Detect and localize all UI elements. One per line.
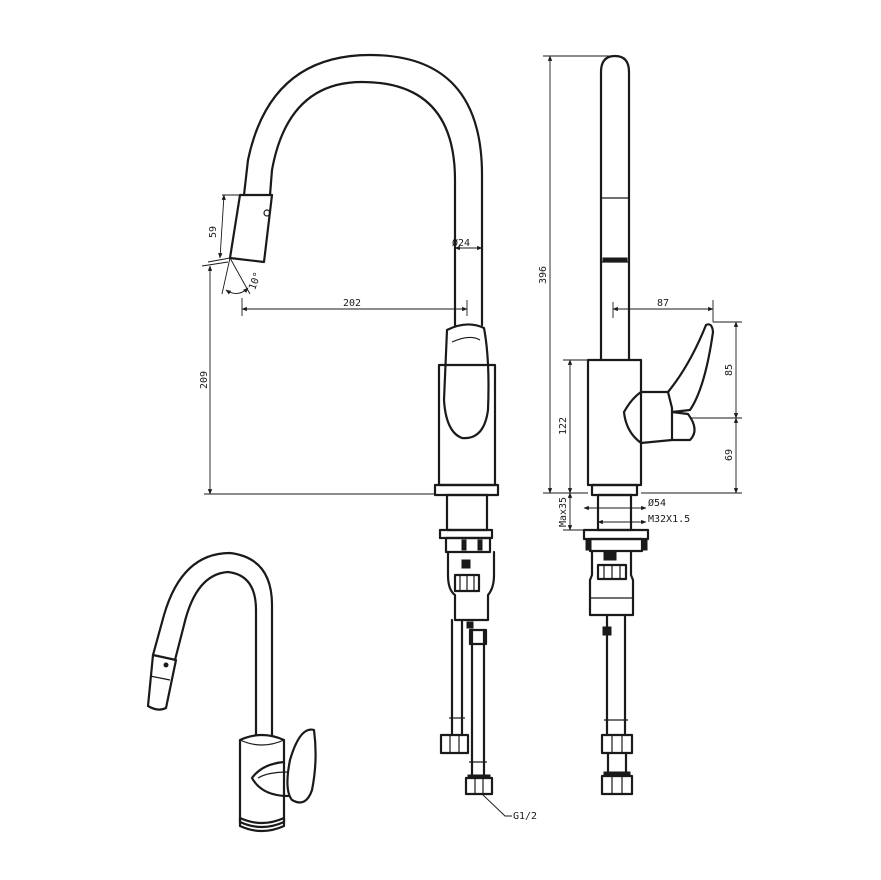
side-diverter: [588, 549, 635, 617]
front-hose-left: [450, 618, 464, 737]
perspective-body: [238, 733, 286, 829]
side-base-ring: [590, 483, 639, 497]
perspective-spout-inner: [173, 570, 258, 737]
front-spout-outer: [242, 53, 484, 327]
dim-body-height: 122: [558, 417, 569, 435]
side-hose-nut-upper: [600, 733, 634, 755]
perspective-view: [146, 551, 317, 833]
dim-max-mount-thickness: Max35: [558, 497, 569, 527]
front-base-ring: [433, 483, 500, 497]
spray-button-icon: [263, 209, 271, 217]
side-mount-shank: [596, 493, 633, 532]
dim-hose-thread: G1/2: [513, 811, 537, 822]
dim-spout-diameter: Ø24: [452, 237, 470, 249]
side-handle-hub: [622, 390, 674, 445]
side-spout: [599, 54, 631, 362]
front-view: [228, 53, 512, 817]
side-dimensions: 396 122 Max35 87 85 69 Ø54 M32X1.5: [538, 55, 742, 531]
dim-spray-angle: 10°: [247, 271, 264, 292]
dim-spout-height: 209: [199, 371, 210, 389]
front-spout-inner: [268, 80, 457, 327]
front-body: [437, 363, 497, 487]
dim-handle-height: 85: [724, 364, 735, 376]
perspective-spray-head: [146, 653, 178, 711]
side-handle-lever: [666, 323, 715, 414]
front-fixing-nut: [444, 536, 492, 554]
front-mount-shank: [445, 493, 489, 532]
front-hose-nut-left: [439, 733, 470, 755]
dim-spray-head-length: 59: [208, 226, 219, 238]
front-spray-head: [228, 193, 274, 264]
dim-total-height: 396: [538, 266, 549, 284]
side-body: [586, 358, 643, 487]
front-hose-nut-right: [464, 776, 494, 796]
dim-spout-reach: 202: [343, 298, 361, 309]
side-view: [582, 54, 715, 796]
side-hose: [605, 613, 627, 737]
dim-mount-thread: M32X1.5: [648, 514, 690, 525]
dim-handle-reach: 87: [657, 298, 669, 309]
front-handle: [442, 323, 490, 440]
perspective-base: [238, 816, 286, 833]
side-hose-nut-lower: [600, 774, 634, 796]
perspective-spout-outer: [151, 551, 274, 737]
perspective-handle: [286, 728, 317, 804]
dim-handle-base-height: 69: [724, 449, 735, 461]
dim-base-diameter: Ø54: [648, 497, 666, 509]
front-hose-right: [470, 628, 486, 777]
